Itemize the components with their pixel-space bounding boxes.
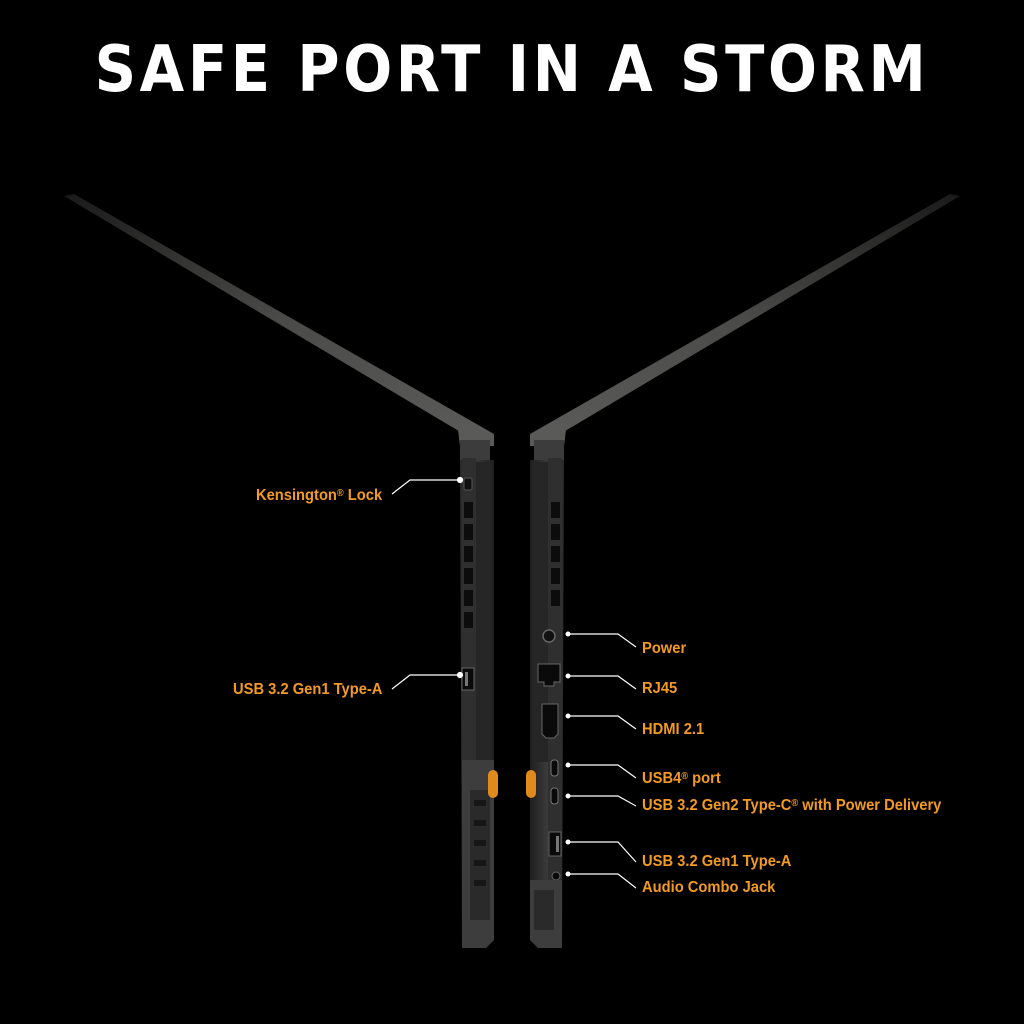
label-usb-3-2-gen2-type-c: USB 3.2 Gen2 Type-C® with Power Delivery (642, 797, 942, 814)
label-rj45: RJ45 (642, 680, 678, 697)
label-audio-combo-jack: Audio Combo Jack (642, 879, 776, 896)
right-vents (551, 502, 560, 606)
kensington-lock-slot (463, 477, 473, 491)
left-laptop (64, 194, 498, 948)
label-usb4-port: USB4® port (642, 770, 721, 787)
left-vents (464, 502, 473, 628)
page-title: SAFE PORT IN A STORM (94, 33, 930, 107)
left-lid (64, 194, 494, 446)
label-left-usb-3-2-gen1-type-a: USB 3.2 Gen1 Type-A (232, 681, 382, 698)
label-hdmi-2-1: HDMI 2.1 (642, 721, 705, 738)
power-port (542, 629, 556, 643)
label-kensington-lock: Kensington® Lock (255, 487, 382, 504)
right-lid (530, 194, 960, 446)
audio-jack-port (551, 871, 561, 881)
right-usb-a-port (548, 831, 562, 857)
label-power: Power (642, 640, 687, 657)
left-orange-bumper (488, 770, 498, 798)
rj45-port (537, 663, 561, 687)
callout-lines-right (568, 633, 637, 889)
hdmi-port (541, 703, 559, 739)
usb-c-port (550, 787, 559, 805)
right-orange-bumper (526, 770, 536, 798)
callout-lines-left (391, 476, 464, 690)
label-right-usb-3-2-gen1-type-a: USB 3.2 Gen1 Type-A (642, 853, 792, 870)
right-laptop (526, 194, 960, 948)
usb4-port (550, 759, 559, 777)
